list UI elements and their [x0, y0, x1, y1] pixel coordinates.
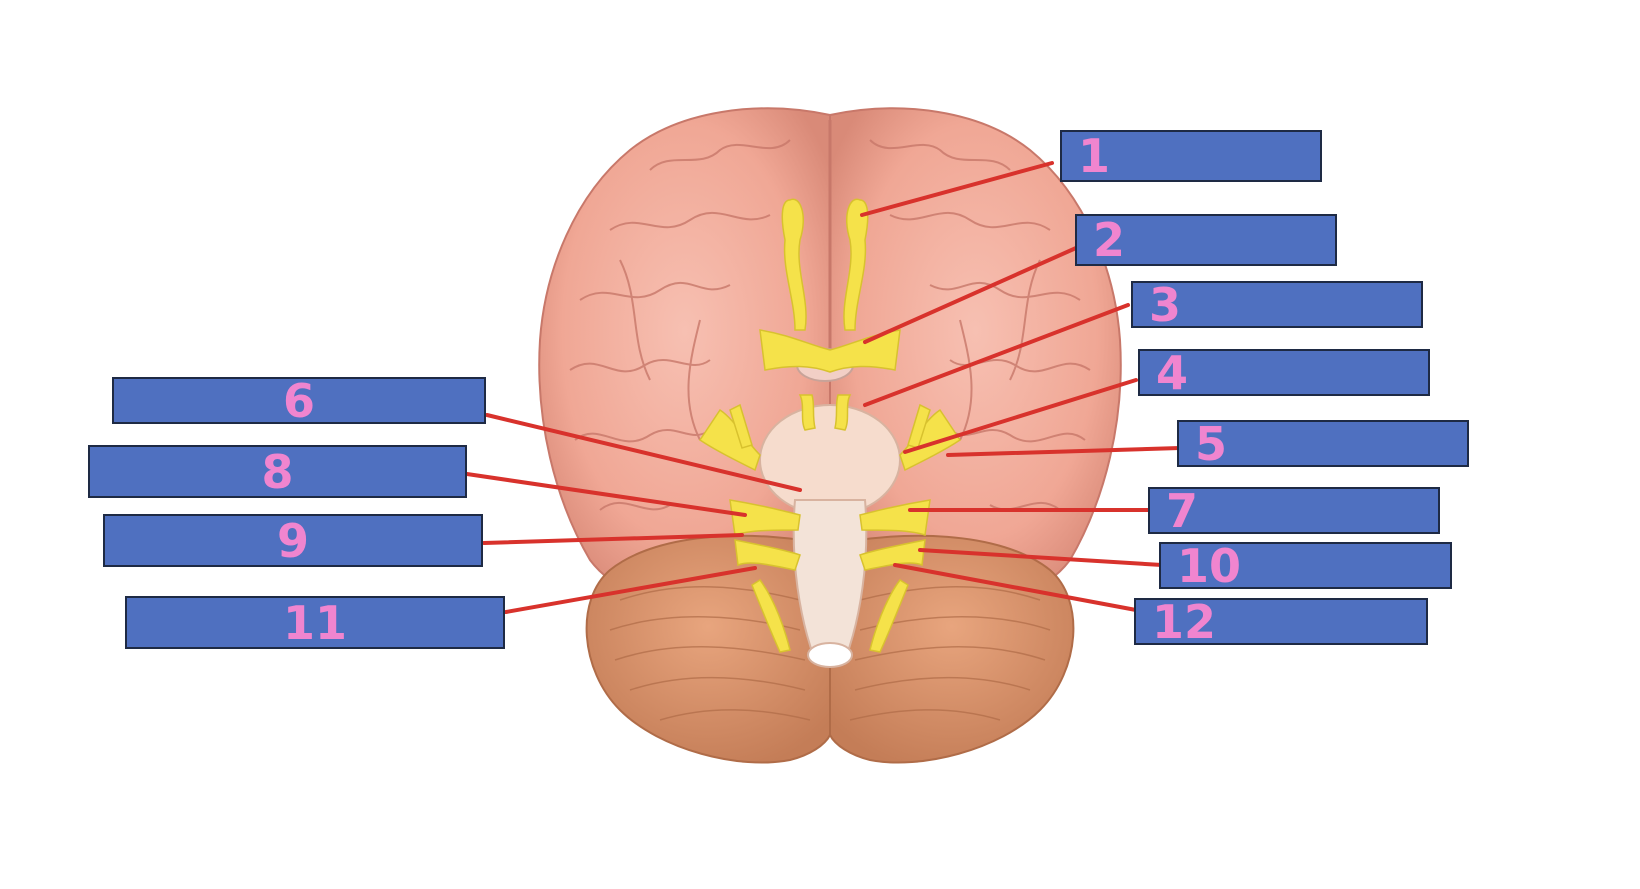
- label-box-3[interactable]: 3: [1131, 281, 1423, 328]
- label-number-11: 11: [282, 595, 347, 650]
- leader-line-1: [860, 161, 1054, 217]
- leader-line-2: [863, 246, 1078, 344]
- label-number-9: 9: [276, 513, 309, 568]
- label-box-11[interactable]: 11: [125, 596, 505, 649]
- label-box-10[interactable]: 10: [1159, 542, 1452, 589]
- label-number-8: 8: [261, 444, 294, 499]
- leader-line-8: [465, 472, 747, 517]
- label-box-9[interactable]: 9: [103, 514, 483, 567]
- leader-line-12: [893, 563, 1138, 612]
- leader-line-3: [863, 303, 1130, 407]
- label-box-12[interactable]: 12: [1134, 598, 1428, 645]
- label-box-4[interactable]: 4: [1138, 349, 1430, 396]
- leader-line-11: [504, 566, 757, 614]
- leader-line-4: [903, 378, 1138, 454]
- label-box-5[interactable]: 5: [1177, 420, 1469, 467]
- label-box-1[interactable]: 1: [1060, 130, 1322, 182]
- label-number-10: 10: [1177, 538, 1242, 593]
- label-number-5: 5: [1195, 416, 1228, 471]
- label-number-12: 12: [1152, 594, 1217, 649]
- label-box-2[interactable]: 2: [1075, 214, 1337, 266]
- label-number-3: 3: [1149, 277, 1182, 332]
- label-box-8[interactable]: 8: [88, 445, 467, 498]
- leader-line-5: [946, 446, 1182, 457]
- label-number-7: 7: [1166, 483, 1199, 538]
- label-number-2: 2: [1093, 213, 1126, 267]
- label-number-6: 6: [282, 373, 315, 428]
- leader-line-9: [482, 533, 744, 545]
- label-box-6[interactable]: 6: [112, 377, 486, 424]
- leader-line-10: [918, 548, 1164, 567]
- label-number-1: 1: [1078, 129, 1111, 183]
- cranial-nerves: [698, 198, 962, 653]
- leader-line-6: [485, 413, 802, 492]
- cerebellum: [585, 534, 1075, 764]
- leader-lines: [465, 161, 1182, 614]
- label-box-7[interactable]: 7: [1148, 487, 1440, 534]
- label-number-4: 4: [1156, 345, 1189, 400]
